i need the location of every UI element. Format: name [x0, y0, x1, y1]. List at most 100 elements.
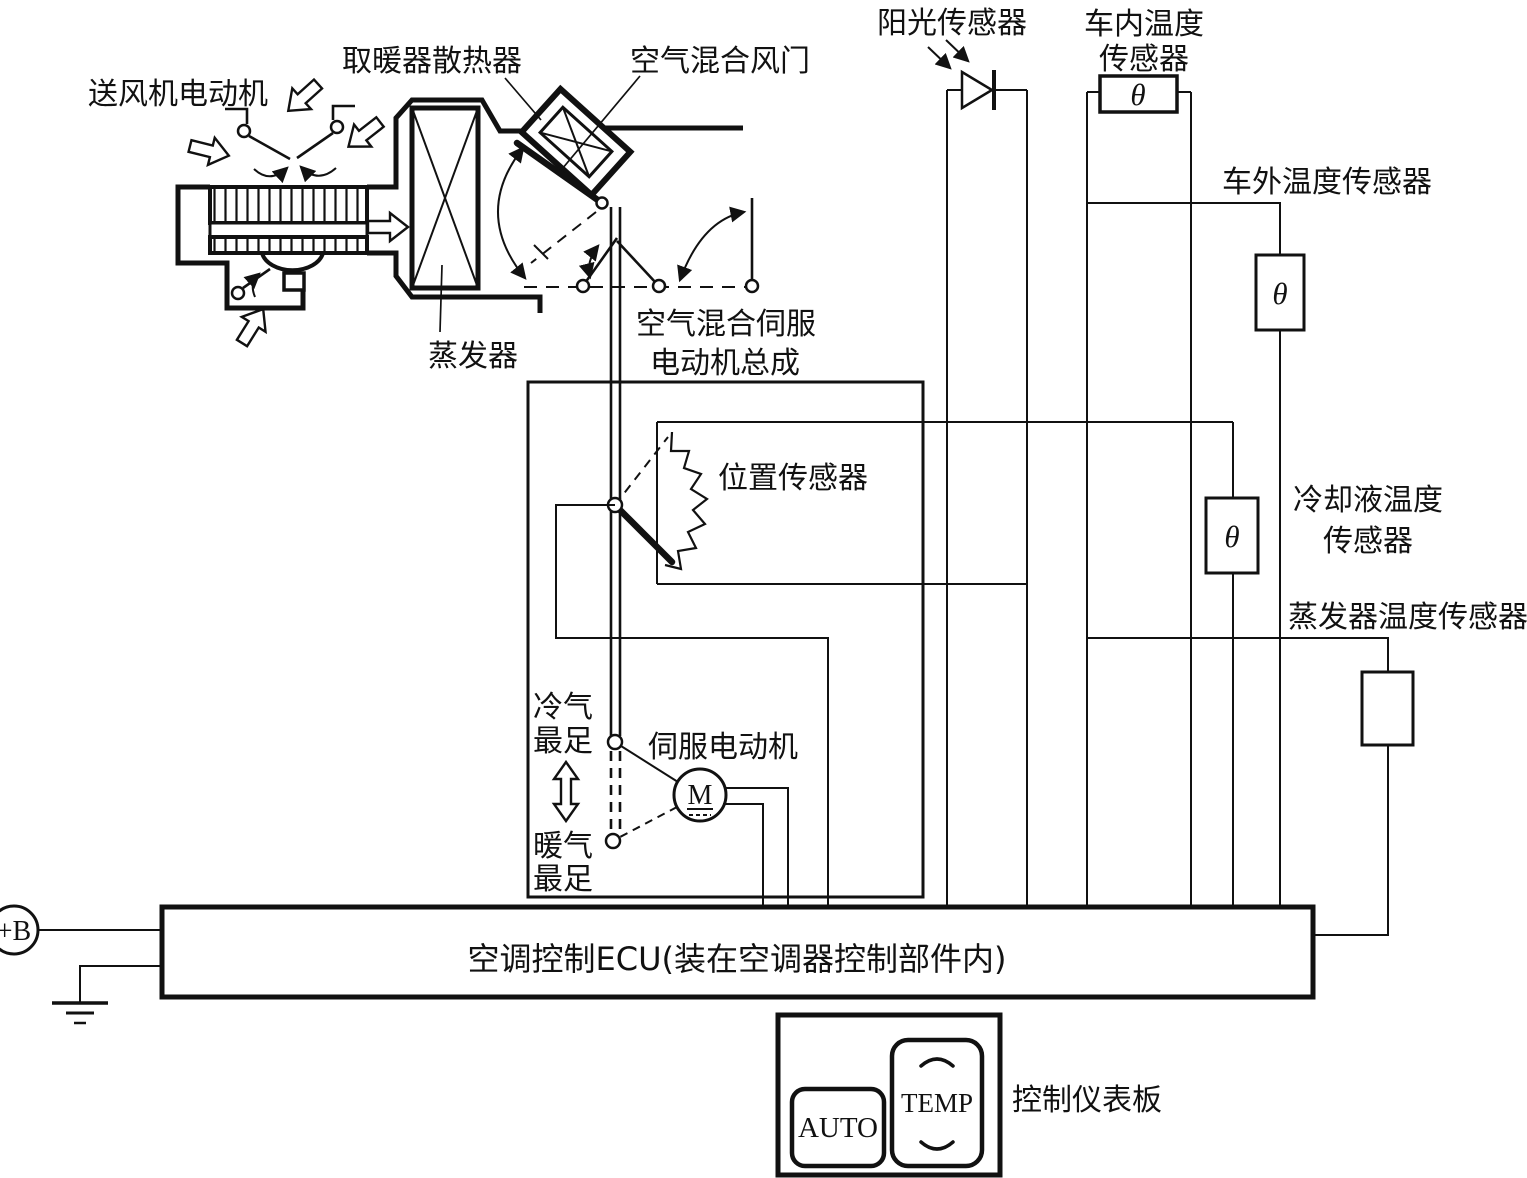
motor-wire-2 — [723, 803, 764, 907]
airflow-arrow-top-icon — [277, 72, 329, 123]
auto-button — [789, 1086, 887, 1169]
ambient-temp-branch-wire — [1087, 202, 1281, 255]
intake-flap-right-pivot — [329, 119, 345, 135]
cabin-temp-label-2: 传感器 — [1099, 42, 1189, 77]
evaporator-leader — [439, 264, 443, 333]
temp-down-icon — [919, 1140, 955, 1151]
motor-wire-1 — [726, 787, 789, 907]
evap-temp-box — [1360, 670, 1415, 747]
heater-core-leader — [504, 77, 542, 121]
servo-motor-label: 伺服电动机 — [648, 730, 798, 765]
servo-assembly-label-2: 电动机总成 — [650, 346, 800, 381]
crank-swing-arc-icon — [578, 244, 600, 280]
evaporator-x2 — [411, 107, 479, 289]
motor-crank-solid — [620, 745, 679, 783]
cold-max-label-1: 冷气 — [533, 690, 593, 725]
control-panel: AUTO TEMP 控制仪表板 — [775, 1012, 1162, 1178]
duct-bottom-wall — [367, 250, 543, 313]
temp-rocker-label: TEMP — [901, 1088, 973, 1118]
temp-rocker — [889, 1037, 985, 1169]
battery-terminal-label: +B — [0, 916, 31, 947]
wiper-arm — [611, 501, 676, 566]
intake-flap-right-arc-icon — [299, 165, 337, 183]
evap-temp-wire-top — [1087, 637, 1389, 672]
evaporator-label: 蒸发器 — [428, 339, 518, 374]
photodiode-icon — [960, 69, 995, 111]
intake-flap-left-pivot — [236, 123, 252, 139]
ambient-temp-label: 车外温度传感器 — [1222, 165, 1432, 200]
rod-warm-pivot — [604, 832, 622, 850]
heater-core-label: 取暖器散热器 — [342, 44, 522, 79]
damper-pivot — [595, 196, 609, 210]
damper-swing-arc-icon — [497, 146, 527, 280]
heater-core: 取暖器散热器 — [342, 44, 635, 200]
coolant-temp-label-2: 传感器 — [1323, 524, 1413, 559]
cabin-temp-box — [1098, 74, 1179, 114]
control-panel-label: 控制仪表板 — [1012, 1083, 1162, 1118]
intake-flap-right — [296, 131, 334, 160]
blower-assembly: 送风机电动机 — [88, 72, 410, 352]
lower-flap — [242, 267, 271, 290]
ground-wire — [79, 965, 162, 1003]
wiper-dashed-link — [614, 436, 669, 506]
air-mix-damper-leader — [556, 75, 641, 176]
crank-position-right — [616, 240, 657, 284]
cold-warm-double-arrow-icon — [551, 759, 581, 824]
blower-motor-dome — [260, 252, 325, 273]
motor-crank-dashed — [619, 806, 678, 838]
air-mix-servo-assembly: 空气混合伺服 电动机总成 位置传感器 冷气 最足 暖气 最足 伺服电动机 M — [526, 307, 1233, 907]
linkage-node-middle — [651, 278, 667, 294]
intake-flap-right-stub — [331, 104, 355, 120]
cabin-temp-label-1: 车内温度 — [1084, 7, 1204, 42]
damper-alt-position — [530, 211, 597, 264]
ambient-temp-sensor: 车外温度传感器 θ — [1087, 165, 1432, 907]
sun-sensor: 阳光传感器 — [877, 6, 1028, 907]
evap-temp-wire-bottom — [1313, 745, 1389, 936]
cold-max-label-2: 最足 — [533, 724, 593, 759]
blower-fan-middle-band — [208, 221, 369, 239]
lower-flap-arc-icon — [243, 272, 261, 298]
warm-max-label-2: 最足 — [533, 862, 593, 897]
blower-motor-label: 送风机电动机 — [88, 77, 268, 112]
linkage-node-left — [575, 278, 591, 294]
duct-top-wall — [367, 97, 524, 190]
air-mix-damper-label: 空气混合风门 — [630, 44, 810, 79]
sunlight-ray-2-icon — [945, 39, 970, 63]
position-sensor-label: 位置传感器 — [718, 461, 868, 496]
blower-casing — [175, 184, 306, 311]
ambient-temp-box — [1254, 253, 1306, 332]
blower-motor-mount — [282, 271, 306, 292]
airflow-arrow-outlet-icon — [366, 211, 410, 243]
servo-assembly-box — [526, 380, 925, 899]
coolant-temp-label-1: 冷却液温度 — [1293, 483, 1443, 518]
blower-fan-lower-band — [208, 235, 369, 255]
coolant-temp-theta: θ — [1224, 519, 1239, 554]
lower-flap-pivot — [230, 285, 246, 301]
heater-core-x2 — [539, 131, 613, 153]
linkage-node-right — [744, 278, 760, 294]
damper-plate — [513, 139, 606, 207]
air-mix-damper: 空气混合风门 — [497, 44, 810, 833]
intake-flap-left — [248, 134, 291, 161]
ac-control-ecu: +B 空调控制ECU(装在空调器控制部件内) — [0, 904, 1316, 1025]
sunlight-ray-1-icon — [927, 46, 952, 70]
ambient-temp-theta: θ — [1272, 276, 1287, 311]
cabin-temp-sensor: 车内温度 传感器 θ — [1084, 7, 1204, 907]
rheostat-track-icon — [664, 431, 709, 571]
intake-flap-left-stub — [225, 107, 249, 124]
cabin-temp-theta: θ — [1130, 77, 1145, 112]
rod-cold-pivot — [606, 733, 624, 751]
sun-sensor-label: 阳光传感器 — [877, 6, 1027, 41]
auto-button-label: AUTO — [798, 1112, 878, 1144]
intake-flap-left-arc-icon — [253, 166, 289, 184]
evaporator: 蒸发器 — [367, 97, 743, 374]
motor-symbol: M — [688, 780, 713, 811]
temp-up-icon — [919, 1057, 955, 1068]
damper-alt-tick — [533, 244, 549, 260]
blower-fan-upper-band — [208, 185, 369, 225]
airflow-arrow-right-icon — [338, 109, 390, 159]
ecu-label: 空调控制ECU(装在空调器控制部件内) — [468, 940, 1007, 978]
airflow-arrow-left-icon — [185, 131, 234, 171]
ecu-box — [159, 904, 1316, 1000]
